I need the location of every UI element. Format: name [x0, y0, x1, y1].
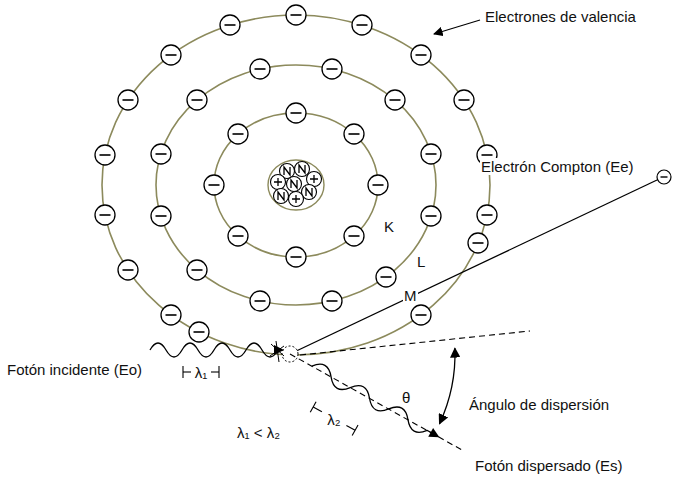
- wavelength-symbol: λ₁: [194, 364, 209, 381]
- angle-symbol: θ: [401, 389, 411, 406]
- wavelength-symbol: λ₂: [326, 411, 341, 428]
- nucleus: [268, 160, 324, 210]
- incident-wave: [150, 343, 278, 357]
- callout-label: Fotón incidente (Eo): [6, 361, 143, 378]
- callout-label: Ángulo de dispersión: [468, 396, 610, 413]
- shell-letter: M: [403, 287, 418, 304]
- orbit-shells: [102, 15, 490, 355]
- shell-m: [102, 15, 490, 355]
- callout-label: Electrón Compton (Ee): [480, 158, 635, 175]
- arrowhead: [274, 345, 284, 355]
- callout-label: Electrones de valencia: [484, 8, 637, 25]
- compton-electron-path: [290, 180, 657, 354]
- impact-burst: [270, 341, 284, 362]
- shell-k: [214, 113, 378, 257]
- reference-line: [300, 331, 530, 355]
- compton-electron: [657, 170, 671, 184]
- scatter-line: [290, 354, 462, 450]
- shell-l: [156, 65, 436, 305]
- angle-arc: [440, 348, 455, 424]
- callout-label: Fotón dispersado (Es): [474, 457, 624, 474]
- shell-letter: K: [383, 218, 395, 235]
- electrons: [95, 5, 497, 342]
- leader-arrow: [434, 20, 480, 34]
- relation-note: λ₁ < λ₂: [236, 424, 281, 441]
- shell-letter: L: [416, 253, 426, 270]
- scattered-wave: [292, 360, 443, 473]
